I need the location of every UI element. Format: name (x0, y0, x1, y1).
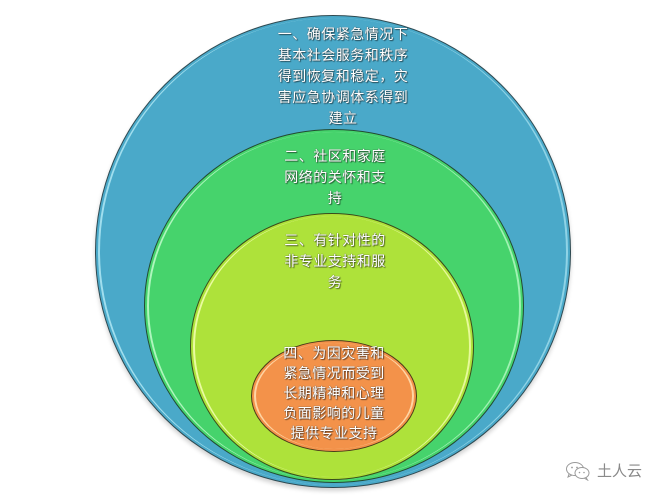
label-line: 紧急情况而受到 (283, 366, 385, 382)
label-line: 三、有针对性的 (284, 233, 386, 249)
label-line: 建立 (328, 111, 358, 127)
label-line: 提供专业支持 (290, 426, 378, 442)
label-line: 非专业支持和服 (284, 254, 386, 270)
watermark: 土人云 (565, 460, 642, 481)
watermark-text: 土人云 (597, 462, 643, 480)
label-line: 长期精神和心理 (283, 386, 385, 402)
layer-4-circle (251, 340, 417, 452)
label-line: 得到恢复和稳定，灾 (277, 69, 409, 85)
label-line: 一、确保紧急情况下 (277, 27, 409, 43)
label-line: 四、为因灾害和 (283, 346, 385, 362)
layer-1-label: 一、确保紧急情况下 基本社会服务和秩序 得到恢复和稳定，灾 害应急协调体系得到 … (268, 25, 418, 130)
label-line: 害应急协调体系得到 (277, 90, 409, 106)
label-line: 基本社会服务和秩序 (277, 48, 409, 64)
label-line: 二、社区和家庭 (284, 149, 386, 165)
label-line: 务 (327, 275, 343, 291)
label-line: 网络的关怀和支 (284, 170, 386, 186)
layer-4-label: 四、为因灾害和 紧急情况而受到 长期精神和心理 负面影响的儿童 提供专业支持 (264, 344, 404, 444)
wechat-icon (565, 461, 591, 481)
layer-2-label: 二、社区和家庭 网络的关怀和支 持 (270, 147, 400, 210)
label-line: 持 (327, 191, 343, 207)
layer-3-label: 三、有针对性的 非专业支持和服 务 (270, 231, 400, 294)
label-line: 负面影响的儿童 (283, 406, 385, 422)
